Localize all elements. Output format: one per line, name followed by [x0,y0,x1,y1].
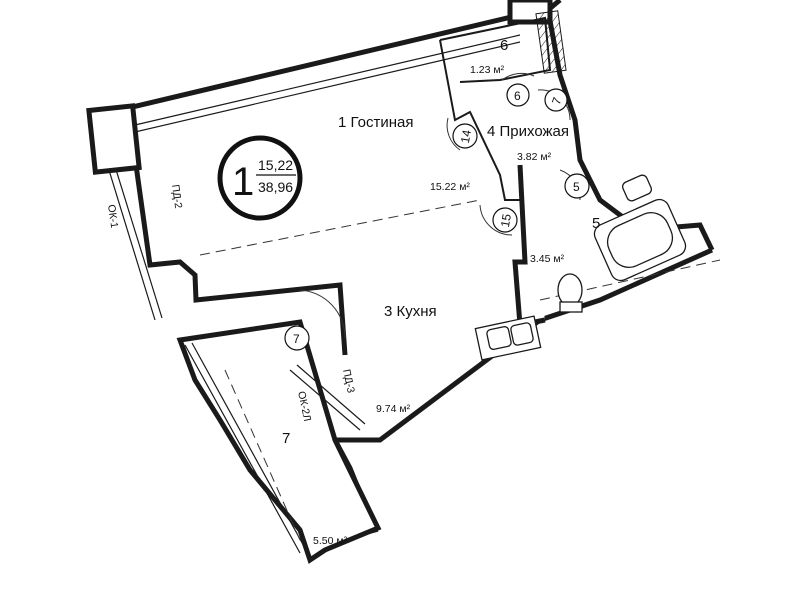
inner-kitchen-wall [512,164,546,329]
door-marker-living: 14 [452,123,478,149]
door-marker-balcony: 7 [284,325,310,351]
sink [622,174,652,202]
northeast-hatch [535,10,567,74]
west-living-wall [125,107,348,356]
storage-label: 6 [500,37,508,54]
svg-text:6: 6 [514,89,521,103]
window-label-pd2: ПД-2 [169,184,184,210]
apartment-badge: 1 15,22 38,96 [217,135,303,221]
svg-text:14: 14 [458,128,474,144]
door-marker-hall: 7 [544,88,568,112]
toilet [557,273,583,307]
hall-label: 4 Прихожая [487,123,569,140]
window-label-pd3: ПД-3 [340,368,357,394]
kitchen-sink [486,326,512,350]
storage-area: 1.23 м² [470,64,505,76]
balcony-label: 7 [282,430,290,447]
bathtub-inner [606,212,674,268]
west-pillar [86,103,142,175]
balcony-area: 5.50 м² [313,535,348,547]
balcony-outline [176,319,382,564]
window-label-ok1: ОК-1 [105,204,120,229]
outer-walls [87,0,715,548]
kitchen-area: 9.74 м² [376,403,411,415]
hall-area: 3.82 м² [517,151,552,163]
living-hall-partition [439,39,520,201]
svg-text:7: 7 [293,332,300,346]
kitchen-label: 3 Кухня [384,303,437,320]
window-living-north [134,34,521,133]
badge-living-area: 15,22 [258,157,293,173]
door-marker-storage: 6 [506,83,530,107]
kitchen-fixtures [474,315,542,361]
east-outer-wall [545,9,715,252]
toilet-tank [559,301,583,313]
bathroom-label: 5 [592,215,600,232]
svg-text:15: 15 [498,212,514,228]
apartment-number: 1 [232,160,254,204]
bathroom-area: 3.45 м² [530,253,565,265]
storage-walls [439,16,552,83]
balcony [176,259,721,564]
door-marker-bathroom: 5 [564,173,590,199]
badge-total-area: 38,96 [258,179,293,195]
kitchen-sink-2 [510,322,534,346]
door-marker-kitchen: 15 [492,207,518,233]
living-room-area: 15.22 м² [430,181,470,193]
north-wall [87,0,562,118]
svg-text:7: 7 [549,95,565,106]
svg-text:5: 5 [573,180,580,194]
living-room-label: 1 Гостиная [338,114,413,131]
bathroom-fixtures [557,174,687,313]
kitchen-axis [539,259,721,301]
